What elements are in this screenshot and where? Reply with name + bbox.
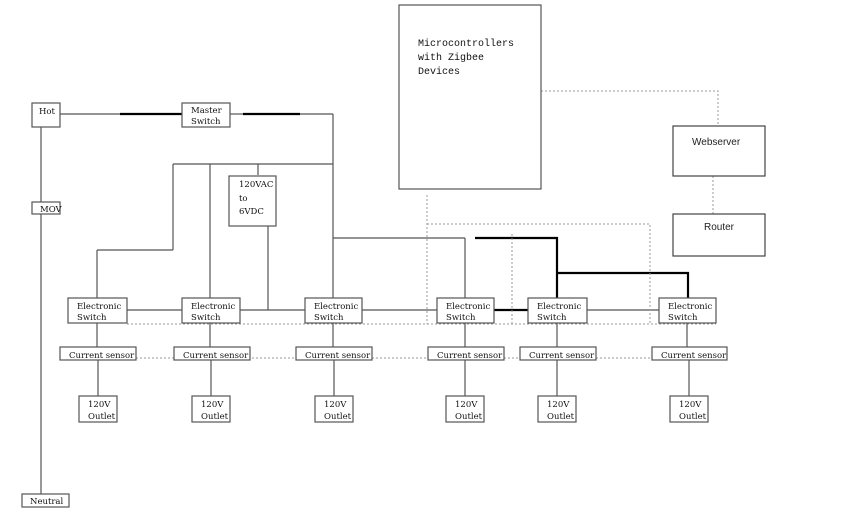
current-sensor-label: Current sensor	[183, 351, 249, 361]
data-links	[127, 90, 727, 359]
master-switch-label-2: Switch	[191, 117, 221, 127]
converter-label-1: 120VAC	[239, 180, 273, 190]
outlet-label-2: Outlet	[324, 412, 352, 422]
outlet-label-1: 120V	[324, 400, 347, 410]
current-sensor	[519, 346, 597, 361]
outlet-label-1: 120V	[679, 400, 702, 410]
outlet-label-1: 120V	[455, 400, 478, 410]
electronic-switch-label-1: Electronic	[191, 302, 236, 312]
current-sensor	[59, 346, 137, 361]
converter-label-3: 6VDC	[239, 207, 264, 217]
electronic-switch-label-2: Switch	[446, 313, 476, 323]
current-sensor	[427, 346, 505, 361]
mov-node: MOV	[31, 201, 63, 215]
master-switch-label-1: Master	[191, 106, 223, 116]
outlet-label-2: Outlet	[88, 412, 116, 422]
electronic-switch	[527, 297, 588, 324]
webserver-node: Webserver	[672, 125, 766, 177]
current-sensor	[173, 346, 251, 361]
electronic-switch-label-1: Electronic	[77, 302, 122, 312]
current-sensor-label: Current sensor	[69, 351, 135, 361]
electronic-switch-label-2: Switch	[537, 313, 567, 323]
neutral-label: Neutral	[30, 497, 63, 507]
hot-label: Hot	[39, 107, 56, 117]
outlet-label-2: Outlet	[201, 412, 229, 422]
neutral-node: Neutral	[21, 493, 70, 508]
converter-label-2: to	[239, 194, 248, 204]
outlet	[445, 395, 485, 423]
electronic-switch-label-1: Electronic	[314, 302, 359, 312]
electronic-switch-label-2: Switch	[668, 313, 698, 323]
router-node: Router	[672, 213, 766, 257]
router-label: Router	[704, 222, 735, 233]
electronic-switch-label-1: Electronic	[668, 302, 713, 312]
outlet-label-1: 120V	[201, 400, 224, 410]
current-sensor	[651, 346, 728, 361]
outlet-label-1: 120V	[547, 400, 570, 410]
electronic-switch	[181, 297, 241, 324]
outlet-label-1: 120V	[88, 400, 111, 410]
current-sensor-label: Current sensor	[437, 351, 503, 361]
outlet	[78, 395, 118, 423]
microcontroller-block: Microcontrollers with Zigbee Devices	[398, 4, 542, 190]
electronic-switch	[67, 297, 128, 324]
electronic-switch	[436, 297, 495, 324]
electronic-switch-label-1: Electronic	[446, 302, 491, 312]
current-sensor-label: Current sensor	[529, 351, 595, 361]
electronic-switch	[304, 297, 363, 324]
master-switch: Master Switch	[181, 102, 231, 128]
microcontroller-label-2: with Zigbee	[418, 52, 484, 64]
outlet	[669, 395, 709, 423]
outlet-label-2: Outlet	[455, 412, 483, 422]
electronic-switch-label-2: Switch	[191, 313, 221, 323]
power-wires	[40, 113, 659, 496]
current-sensor-label: Current sensor	[305, 351, 371, 361]
outlet	[537, 395, 577, 423]
electronic-switch-label-2: Switch	[77, 313, 107, 323]
electronic-switch-label-1: Electronic	[537, 302, 582, 312]
electronic-switch	[658, 297, 717, 324]
hot-node: Hot	[31, 102, 61, 128]
webserver-label: Webserver	[692, 137, 741, 148]
electronic-switch-label-2: Switch	[314, 313, 344, 323]
microcontroller-label-1: Microcontrollers	[418, 38, 514, 50]
microcontroller-label-3: Devices	[418, 66, 460, 78]
mov-label: MOV	[40, 205, 63, 215]
power-converter: 120VAC to 6VDC	[228, 175, 277, 227]
current-sensor	[295, 346, 373, 361]
outlet-label-2: Outlet	[679, 412, 707, 422]
outlet	[191, 395, 231, 423]
current-sensor-label: Current sensor	[661, 351, 727, 361]
outlet-label-2: Outlet	[547, 412, 575, 422]
outlet	[314, 395, 354, 423]
thick-wires	[120, 112, 690, 312]
